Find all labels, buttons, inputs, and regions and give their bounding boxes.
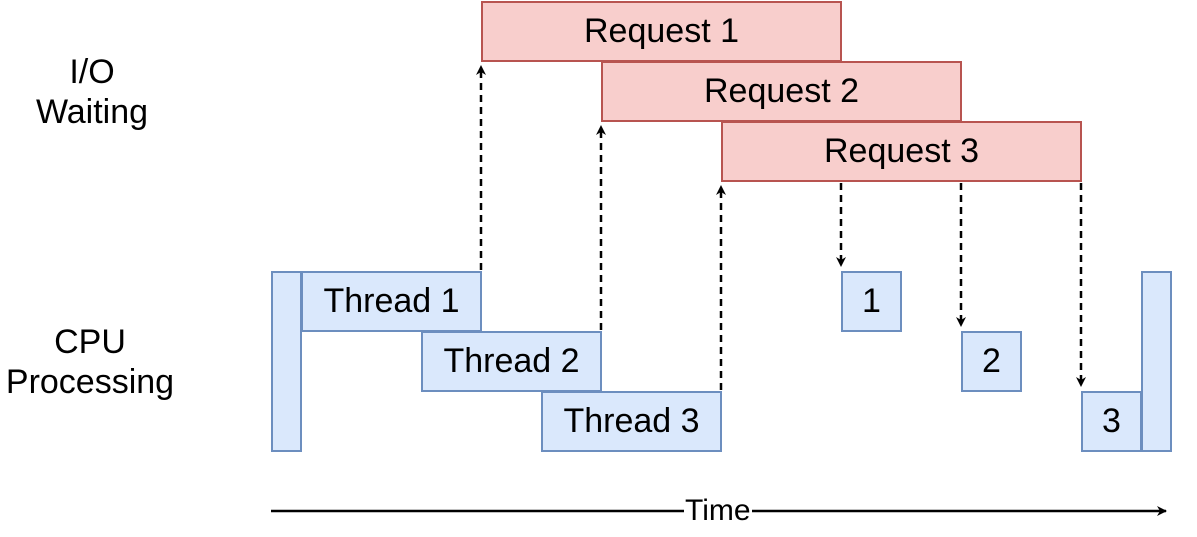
cpu-label-line1: CPU: [54, 323, 126, 361]
request-1-box: Request 1: [481, 1, 842, 62]
request-3-label: Request 3: [824, 132, 979, 170]
thread-2-box: Thread 2: [421, 331, 602, 392]
thread-1-box: Thread 1: [301, 271, 482, 332]
request-3-box: Request 3: [721, 121, 1082, 182]
request-2-label: Request 2: [704, 72, 859, 110]
completion-3-label: 3: [1102, 402, 1121, 440]
io-label-line2: Waiting: [35, 93, 149, 131]
thread-1-label: Thread 1: [323, 282, 460, 320]
thread-3-label: Thread 3: [563, 402, 700, 440]
cpu-label-line2: Processing: [5, 363, 175, 401]
request-2-box: Request 2: [601, 61, 962, 122]
completion-1-label: 1: [862, 282, 881, 320]
thread-2-label: Thread 2: [443, 342, 580, 380]
completion-2-label: 2: [982, 342, 1001, 380]
request-1-label: Request 1: [584, 12, 739, 50]
cpu-processing-label: CPU Processing: [0, 322, 180, 402]
io-label-line1: I/O: [69, 53, 115, 91]
io-waiting-label: I/O Waiting: [12, 52, 172, 132]
completion-2-box: 2: [961, 331, 1022, 392]
thread-3-box: Thread 3: [541, 391, 722, 452]
cpu-start-bar: [271, 271, 302, 452]
completion-3-box: 3: [1081, 391, 1142, 452]
time-label: Time: [684, 492, 752, 530]
completion-1-box: 1: [841, 271, 902, 332]
cpu-end-bar: [1141, 271, 1172, 452]
